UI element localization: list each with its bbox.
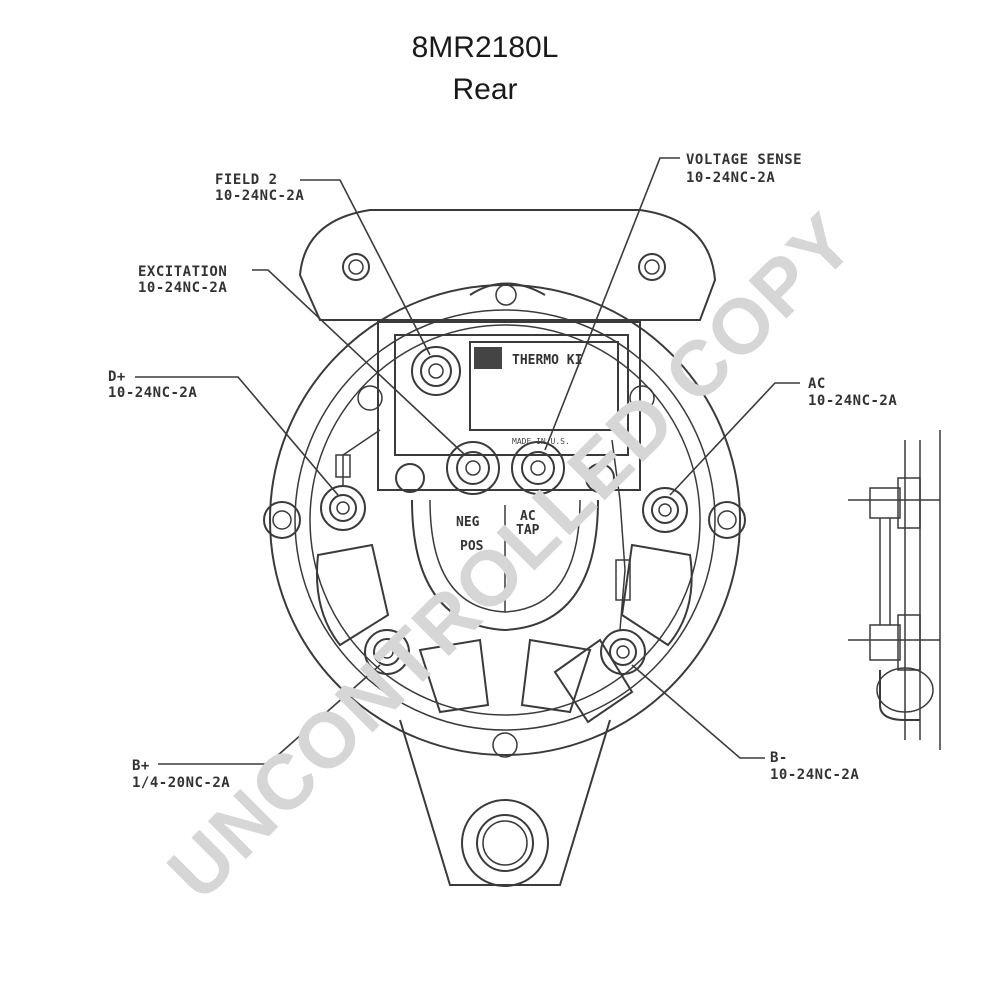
view-subtitle: Rear	[452, 73, 517, 106]
callout-spec: 1/4-20NC-2A	[132, 775, 230, 791]
alternator-body	[263, 209, 746, 887]
plate-neg: NEG	[456, 515, 480, 530]
callout-b-minus: B- 10-24NC-2A	[631, 664, 859, 783]
plate-pos: POS	[460, 539, 484, 554]
callout-label: AC	[808, 376, 826, 392]
callout-label: B-	[770, 750, 788, 766]
terminal-b-plus	[364, 629, 410, 675]
callout-label: EXCITATION	[138, 264, 227, 280]
callout-excitation: EXCITATION 10-24NC-2A	[138, 264, 466, 456]
terminal-voltage-sense	[511, 441, 565, 495]
callout-spec: 10-24NC-2A	[808, 393, 897, 409]
plate-ac-tap-2: TAP	[516, 523, 540, 538]
callout-d-plus: D+ 10-24NC-2A	[108, 369, 339, 496]
callout-label: FIELD 2	[215, 172, 278, 188]
terminal-b-minus	[553, 439, 646, 724]
callout-spec: 10-24NC-2A	[686, 170, 775, 186]
bolt-right-inner	[585, 463, 615, 493]
callout-label: VOLTAGE SENSE	[686, 152, 802, 168]
plate-ac-tap-1: AC	[520, 509, 536, 524]
callout-label: D+	[108, 369, 126, 385]
callout-spec: 10-24NC-2A	[108, 385, 197, 401]
terminal-d-plus	[320, 429, 381, 531]
terminal-field-2	[411, 346, 461, 396]
callout-label: B+	[132, 758, 150, 774]
callout-ac: AC 10-24NC-2A	[669, 376, 897, 496]
terminal-ac	[642, 487, 688, 533]
callout-spec: 10-24NC-2A	[138, 280, 227, 296]
callout-b-plus: B+ 1/4-20NC-2A	[132, 664, 381, 791]
plate-brand: THERMO KI	[512, 353, 582, 368]
bolt-left-inner	[395, 463, 425, 493]
callout-spec: 10-24NC-2A	[770, 767, 859, 783]
model-title: 8MR2180L	[412, 31, 559, 64]
terminal-excitation	[446, 441, 500, 495]
callout-spec: 10-24NC-2A	[215, 188, 304, 204]
side-view	[848, 430, 941, 750]
callout-field-2: FIELD 2 10-24NC-2A	[215, 172, 431, 356]
callout-voltage-sense: VOLTAGE SENSE 10-24NC-2A	[544, 152, 802, 451]
